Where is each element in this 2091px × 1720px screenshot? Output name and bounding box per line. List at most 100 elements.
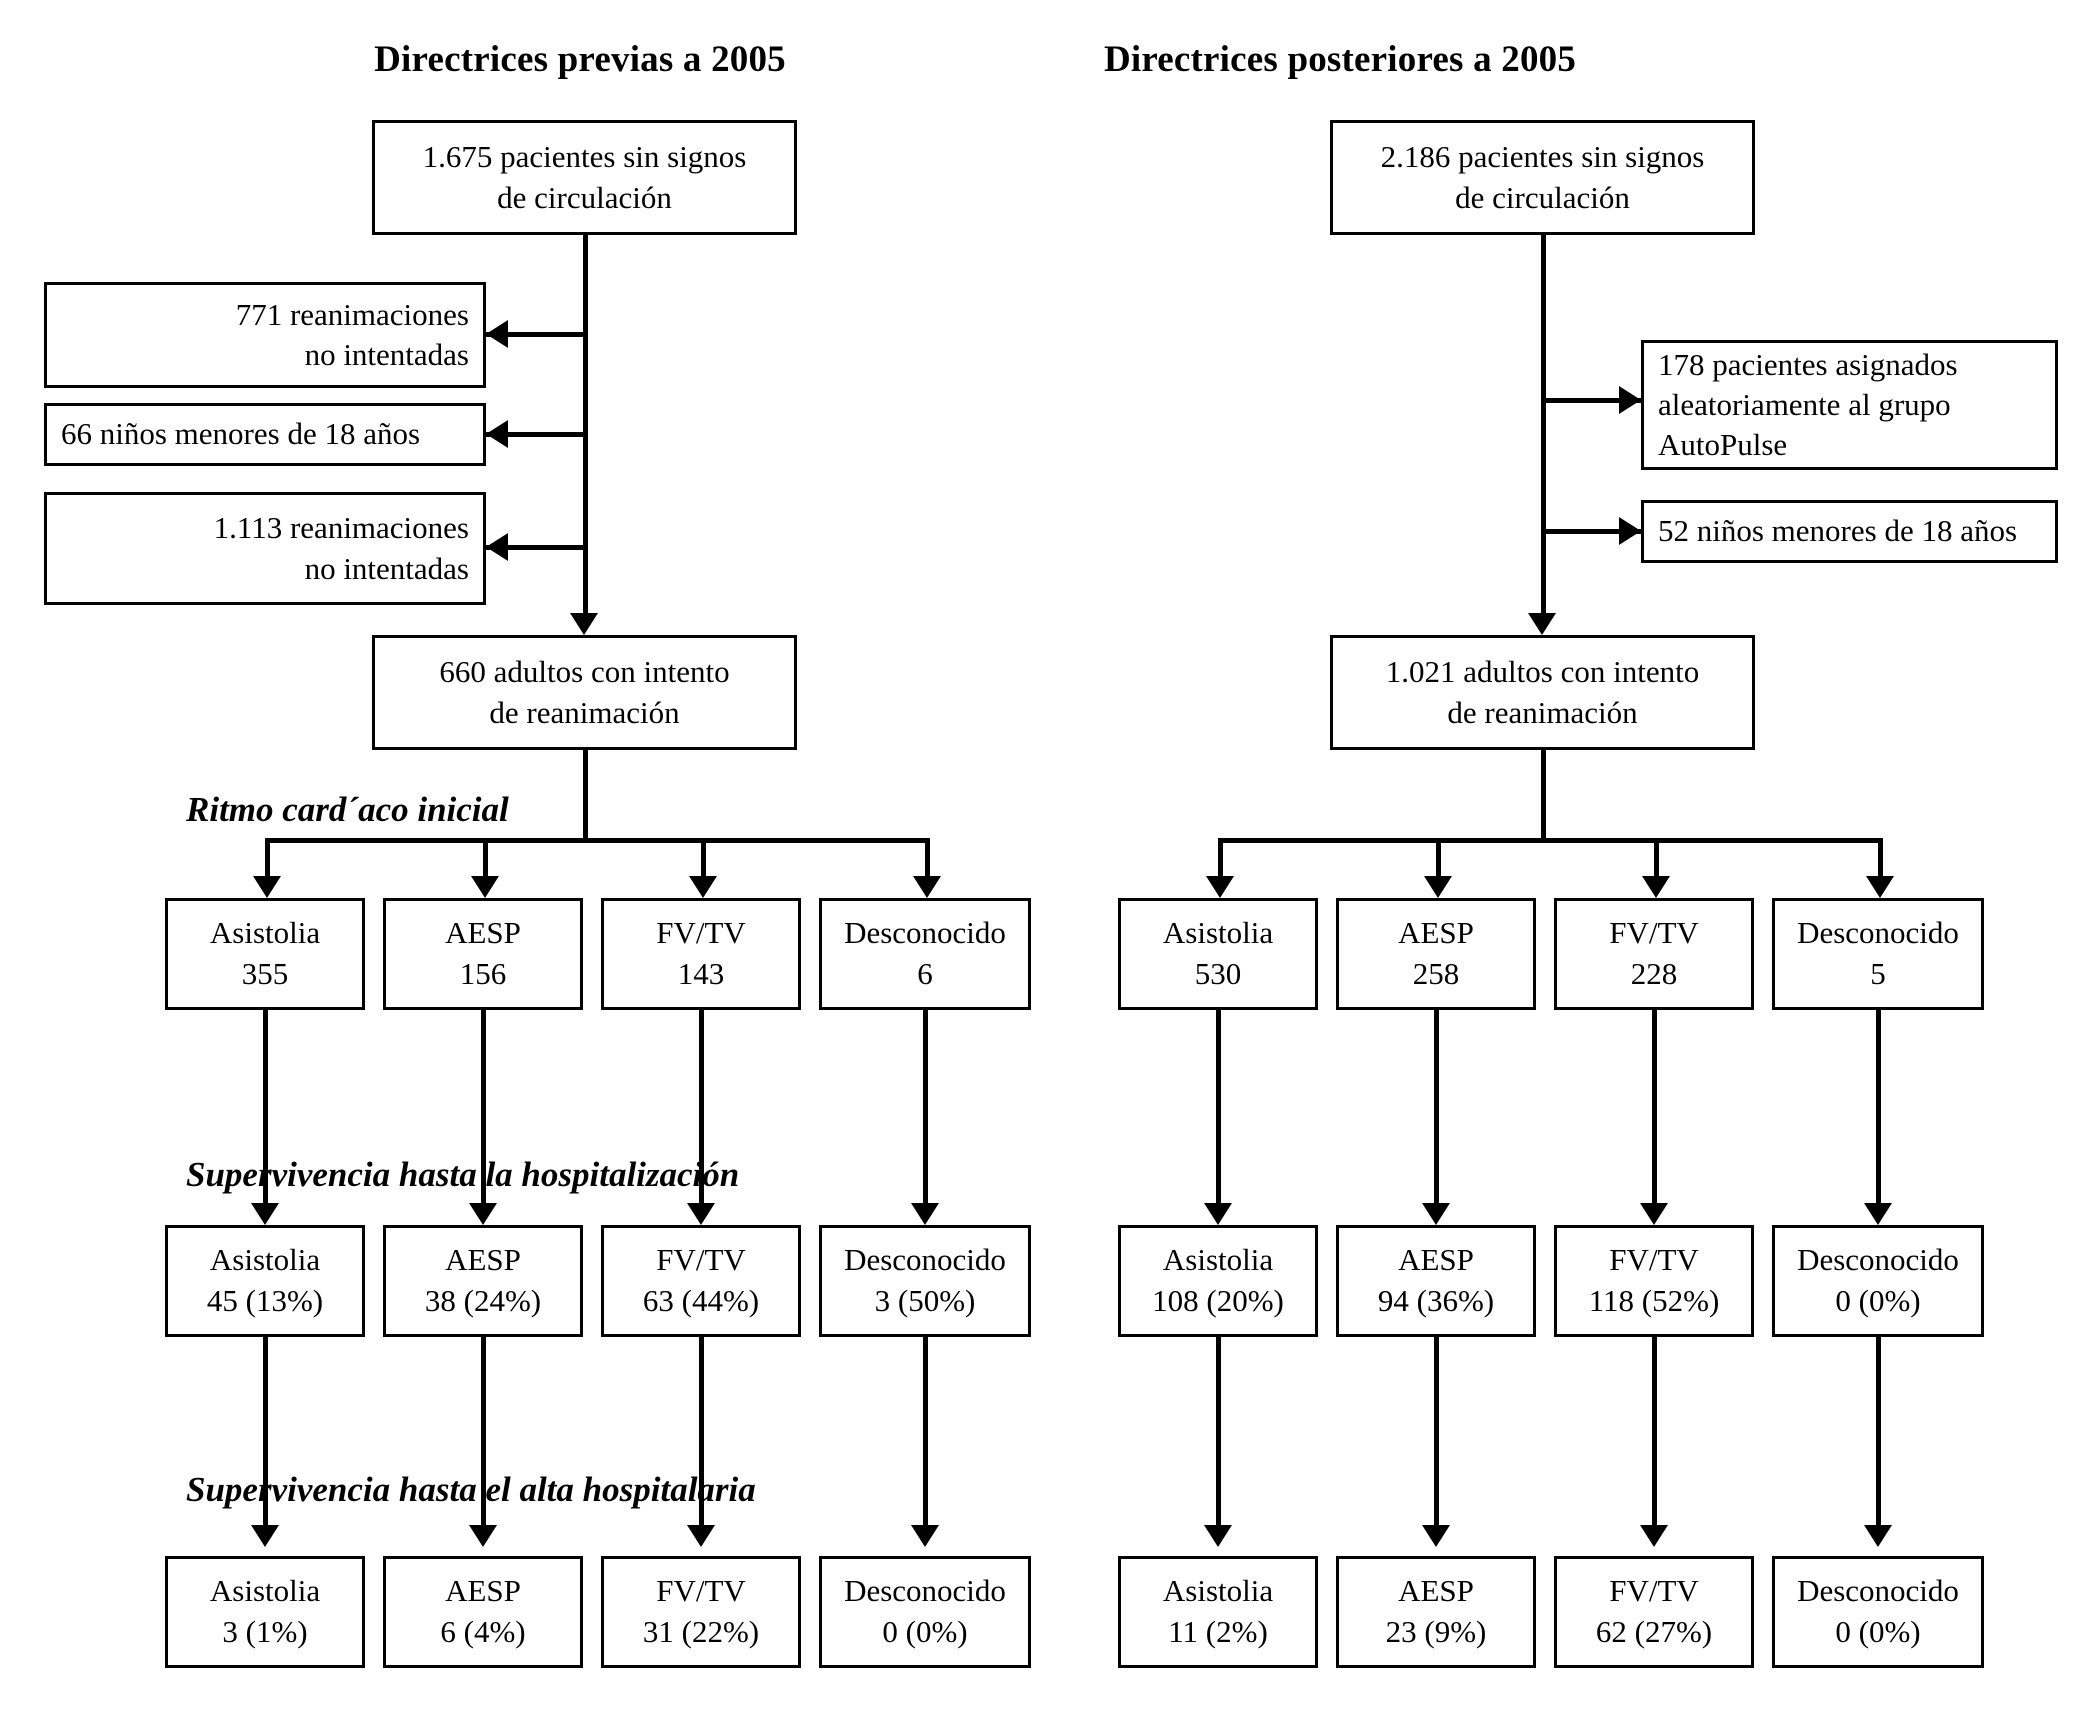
left-conn-a4-arrow-icon bbox=[911, 1203, 939, 1225]
right-bus-drop-3 bbox=[1654, 838, 1659, 888]
left-rhythm-1-value: 355 bbox=[241, 956, 289, 991]
right-top-box-line2: de circulación bbox=[1455, 179, 1630, 215]
right-top-box-line1: 2.186 pacientes sin signos bbox=[1380, 139, 1705, 175]
left-rhythm-box-2: AESP 156 bbox=[383, 898, 583, 1010]
right-discharge-3-value: 62 (27%) bbox=[1595, 1614, 1713, 1649]
right-admission-box-4: Desconocido 0 (0%) bbox=[1772, 1225, 1984, 1337]
left-bus-drop-4 bbox=[925, 838, 930, 888]
right-exclusion-box-1: 178 pacientes asignados aleatoriamente a… bbox=[1641, 340, 2058, 470]
right-cohort-box: 1.021 adultos con intento de reanimación bbox=[1330, 635, 1755, 750]
left-discharge-2-label: AESP bbox=[445, 1573, 521, 1609]
left-exclusion-3-connector bbox=[486, 545, 583, 550]
right-conn-a2 bbox=[1434, 1010, 1439, 1215]
left-admission-3-label: FV/TV bbox=[656, 1242, 746, 1278]
right-discharge-4-value: 0 (0%) bbox=[1835, 1614, 1921, 1649]
left-conn-a4 bbox=[923, 1010, 928, 1215]
right-exclusion-box-2: 52 niños menores de 18 años bbox=[1641, 500, 2058, 563]
left-exclusion-2-line1: 66 niños menores de 18 años bbox=[61, 416, 421, 452]
right-discharge-1-value: 11 (2%) bbox=[1168, 1614, 1268, 1649]
right-discharge-box-2: AESP 23 (9%) bbox=[1336, 1556, 1536, 1668]
right-rhythm-1-label: Asistolia bbox=[1162, 915, 1274, 951]
left-bus-arrow-2-icon bbox=[471, 876, 499, 898]
left-stage-label-rhythm: Ritmo card´aco inicial bbox=[186, 790, 509, 829]
left-admission-box-3: FV/TV 63 (44%) bbox=[601, 1225, 801, 1337]
left-conn-a3 bbox=[699, 1010, 704, 1215]
right-admission-box-1: Asistolia 108 (20%) bbox=[1118, 1225, 1318, 1337]
right-exclusion-2-arrow-icon bbox=[1619, 517, 1641, 545]
left-cohort-box: 660 adultos con intento de reanimación bbox=[372, 635, 797, 750]
right-discharge-box-4: Desconocido 0 (0%) bbox=[1772, 1556, 1984, 1668]
left-bus-drop-2 bbox=[483, 838, 488, 888]
right-admission-2-value: 94 (36%) bbox=[1377, 1283, 1495, 1318]
right-rhythm-2-value: 258 bbox=[1412, 956, 1460, 991]
left-admission-4-label: Desconocido bbox=[844, 1242, 1006, 1278]
left-bus-drop-1 bbox=[265, 838, 270, 888]
right-spine-line bbox=[1541, 235, 1546, 625]
left-exclusion-3-arrow-icon bbox=[486, 533, 508, 561]
right-admission-box-2: AESP 94 (36%) bbox=[1336, 1225, 1536, 1337]
left-admission-box-2: AESP 38 (24%) bbox=[383, 1225, 583, 1337]
left-conn-d3 bbox=[699, 1337, 704, 1537]
right-admission-box-3: FV/TV 118 (52%) bbox=[1554, 1225, 1754, 1337]
left-rhythm-4-label: Desconocido bbox=[844, 915, 1006, 951]
left-exclusion-2-arrow-icon bbox=[486, 420, 508, 448]
right-bus-stem bbox=[1541, 750, 1546, 842]
right-admission-4-value: 0 (0%) bbox=[1835, 1283, 1921, 1318]
left-cohort-line2: de reanimación bbox=[489, 694, 680, 730]
right-admission-1-value: 108 (20%) bbox=[1152, 1283, 1284, 1318]
left-admission-1-label: Asistolia bbox=[209, 1242, 321, 1278]
left-exclusion-box-3: 1.113 reanimaciones no intentadas bbox=[44, 492, 486, 605]
right-cohort-line2: de reanimación bbox=[1447, 694, 1638, 730]
left-conn-d1 bbox=[263, 1337, 268, 1537]
left-bus-arrow-3-icon bbox=[689, 876, 717, 898]
left-exclusion-3-line2: no intentadas bbox=[304, 550, 469, 586]
right-discharge-2-label: AESP bbox=[1398, 1573, 1474, 1609]
right-discharge-2-value: 23 (9%) bbox=[1385, 1614, 1487, 1649]
right-exclusion-2-connector bbox=[1541, 529, 1641, 534]
right-bus-drop-1 bbox=[1218, 838, 1223, 888]
left-exclusion-box-1: 771 reanimaciones no intentadas bbox=[44, 282, 486, 388]
right-discharge-box-3: FV/TV 62 (27%) bbox=[1554, 1556, 1754, 1668]
right-conn-d4 bbox=[1876, 1337, 1881, 1537]
right-discharge-box-1: Asistolia 11 (2%) bbox=[1118, 1556, 1318, 1668]
right-discharge-1-label: Asistolia bbox=[1162, 1573, 1274, 1609]
left-discharge-1-value: 3 (1%) bbox=[222, 1614, 308, 1649]
left-conn-a3-arrow-icon bbox=[687, 1203, 715, 1225]
right-bus-arrow-1-icon bbox=[1206, 876, 1234, 898]
left-admission-2-value: 38 (24%) bbox=[424, 1283, 542, 1318]
left-exclusion-2-connector bbox=[486, 432, 583, 437]
right-rhythm-box-2: AESP 258 bbox=[1336, 898, 1536, 1010]
right-rhythm-box-1: Asistolia 530 bbox=[1118, 898, 1318, 1010]
left-exclusion-3-line1: 1.113 reanimaciones bbox=[213, 510, 469, 546]
right-top-box: 2.186 pacientes sin signos de circulació… bbox=[1330, 120, 1755, 235]
right-admission-4-label: Desconocido bbox=[1797, 1242, 1959, 1278]
left-bus-stem bbox=[583, 750, 588, 842]
left-admission-1-value: 45 (13%) bbox=[206, 1283, 324, 1318]
right-exclusion-1-line2: aleatoriamente al grupo bbox=[1658, 386, 1951, 422]
right-exclusion-1-arrow-icon bbox=[1619, 386, 1641, 414]
left-cohort-line1: 660 adultos con intento bbox=[439, 654, 730, 690]
right-conn-d2-arrow-icon bbox=[1422, 1525, 1450, 1547]
left-conn-a2-arrow-icon bbox=[469, 1203, 497, 1225]
left-discharge-1-label: Asistolia bbox=[209, 1573, 321, 1609]
left-conn-d1-arrow-icon bbox=[251, 1525, 279, 1547]
left-admission-box-1: Asistolia 45 (13%) bbox=[165, 1225, 365, 1337]
right-discharge-3-label: FV/TV bbox=[1609, 1573, 1699, 1609]
right-column-title: Directrices posteriores a 2005 bbox=[1103, 39, 1577, 80]
right-exclusion-1-line1: 178 pacientes asignados bbox=[1658, 346, 1958, 382]
left-stage-label-discharge: Supervivencia hasta el alta hospitalaria bbox=[186, 1470, 756, 1509]
left-top-box-line1: 1.675 pacientes sin signos bbox=[422, 139, 747, 175]
left-conn-d4 bbox=[923, 1337, 928, 1537]
right-rhythm-3-value: 228 bbox=[1630, 956, 1678, 991]
left-conn-d3-arrow-icon bbox=[687, 1525, 715, 1547]
left-rhythm-box-1: Asistolia 355 bbox=[165, 898, 365, 1010]
right-conn-a3-arrow-icon bbox=[1640, 1203, 1668, 1225]
right-conn-a3 bbox=[1652, 1010, 1657, 1215]
left-discharge-3-label: FV/TV bbox=[656, 1573, 746, 1609]
right-conn-d1 bbox=[1216, 1337, 1221, 1537]
left-exclusion-1-connector bbox=[486, 332, 583, 337]
left-column-title: Directrices previas a 2005 bbox=[374, 39, 786, 80]
left-exclusion-1-arrow-icon bbox=[486, 320, 508, 348]
left-discharge-4-value: 0 (0%) bbox=[882, 1614, 968, 1649]
left-admission-2-label: AESP bbox=[445, 1242, 521, 1278]
